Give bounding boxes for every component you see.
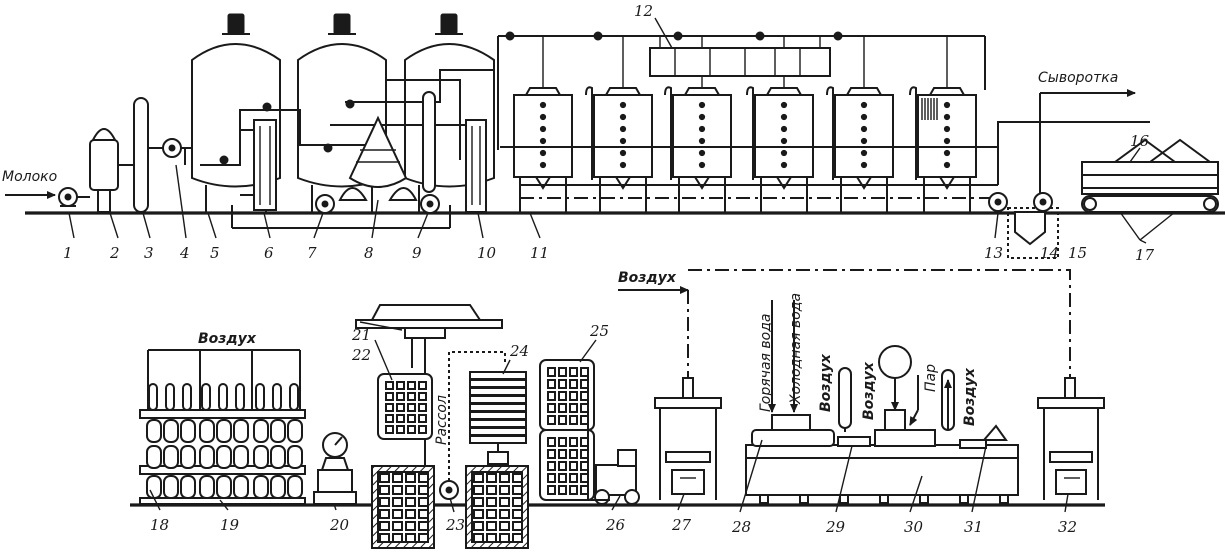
fan-20 — [313, 432, 357, 505]
callout-26: 26 — [605, 516, 626, 534]
callout-3: 3 — [144, 244, 154, 262]
packing-machine-32 — [1037, 377, 1105, 500]
callout-17: 17 — [1135, 246, 1155, 264]
callout-30: 30 — [904, 518, 924, 536]
separator-8 — [338, 115, 418, 201]
callout-20: 20 — [329, 516, 350, 534]
packing-machine-27 — [654, 377, 722, 500]
callout-21: 21 — [351, 326, 371, 344]
callout-28: 28 — [731, 518, 751, 536]
moulding-unit-16 — [997, 121, 1219, 195]
steam-label: Пар — [923, 364, 939, 392]
air-supply-line — [688, 269, 1071, 378]
air-label-racks: Воздух — [198, 331, 257, 347]
press-conveyor-17 — [1081, 195, 1219, 241]
callout-10: 10 — [477, 244, 497, 262]
callout-25: 25 — [589, 322, 609, 340]
storage-tanks-5 — [191, 13, 495, 212]
callout-6: 6 — [264, 244, 274, 262]
hot-water-label: Горячая вода — [758, 314, 774, 412]
callout-22: 22 — [351, 346, 371, 364]
callout-2: 2 — [109, 244, 120, 262]
filter-2 — [77, 128, 119, 213]
brine-label: Рассол — [434, 395, 450, 445]
air-label-top: Воздух — [618, 270, 677, 286]
forklift-26 — [587, 370, 640, 505]
waxing-line-28-31 — [745, 300, 1019, 504]
vat-6 — [909, 36, 977, 212]
air-label-waxing-1: Воздух — [818, 353, 834, 412]
callout-14: 14 — [1040, 244, 1059, 262]
brine-tanks — [371, 465, 529, 549]
salting-racks-18-19 — [139, 349, 306, 505]
callout-9: 9 — [412, 244, 422, 262]
vat-5 — [826, 36, 894, 212]
top-production-line: Молоко — [2, 13, 1225, 259]
pump-1 — [58, 187, 78, 207]
callout-24: 24 — [509, 342, 529, 360]
callout-16: 16 — [1130, 132, 1150, 150]
callout-32: 32 — [1058, 518, 1077, 536]
milk-label: Молоко — [2, 169, 57, 185]
callout-4: 4 — [179, 244, 190, 262]
pump-15 — [1033, 192, 1053, 212]
pump-9 — [420, 91, 440, 214]
column-3 — [118, 97, 149, 213]
vat-3 — [664, 36, 732, 212]
callout-18: 18 — [150, 516, 169, 534]
air-label-waxing-2: Воздух — [861, 361, 877, 420]
heat-exchanger-6 — [253, 119, 277, 211]
callout-19: 19 — [220, 516, 240, 534]
control-panel-12 — [649, 36, 831, 77]
callout-29: 29 — [825, 518, 846, 536]
callout-12: 12 — [634, 2, 653, 20]
pump-13 — [988, 192, 1008, 212]
callout-7: 7 — [307, 244, 317, 262]
callout-23: 23 — [445, 516, 465, 534]
vat-4 — [746, 36, 814, 212]
callout-27: 27 — [671, 516, 692, 534]
whey-tank-14 — [1007, 207, 1059, 259]
cold-water-label: Холодная вода — [788, 293, 804, 405]
pump-23 — [439, 351, 506, 500]
pump-7 — [315, 194, 335, 214]
vat-2 — [585, 36, 653, 212]
cheese-vats-11 — [513, 36, 977, 212]
pump-4 — [148, 138, 200, 165]
cheese-block-21 — [377, 373, 433, 440]
callout-11: 11 — [530, 244, 549, 262]
callout-8: 8 — [364, 244, 374, 262]
callout-5: 5 — [210, 244, 220, 262]
top-leader-lines — [68, 17, 1147, 244]
air-label-waxing-3: Воздух — [962, 367, 978, 426]
callout-1: 1 — [63, 244, 73, 262]
bottom-leader-lines — [149, 321, 1069, 513]
container-stack-25 — [539, 359, 595, 501]
vat-1 — [513, 36, 573, 212]
vat-header-piping — [497, 31, 998, 199]
callout-13: 13 — [984, 244, 1003, 262]
stacked-moulds-24 — [469, 371, 527, 465]
callout-15: 15 — [1068, 244, 1087, 262]
whey-label: Сыворотка — [1038, 70, 1118, 86]
heat-exchanger-10 — [465, 119, 487, 213]
tank-piping — [200, 69, 494, 229]
callout-31: 31 — [964, 518, 983, 536]
bottom-production-line: Воздух Воздух — [130, 269, 1105, 549]
